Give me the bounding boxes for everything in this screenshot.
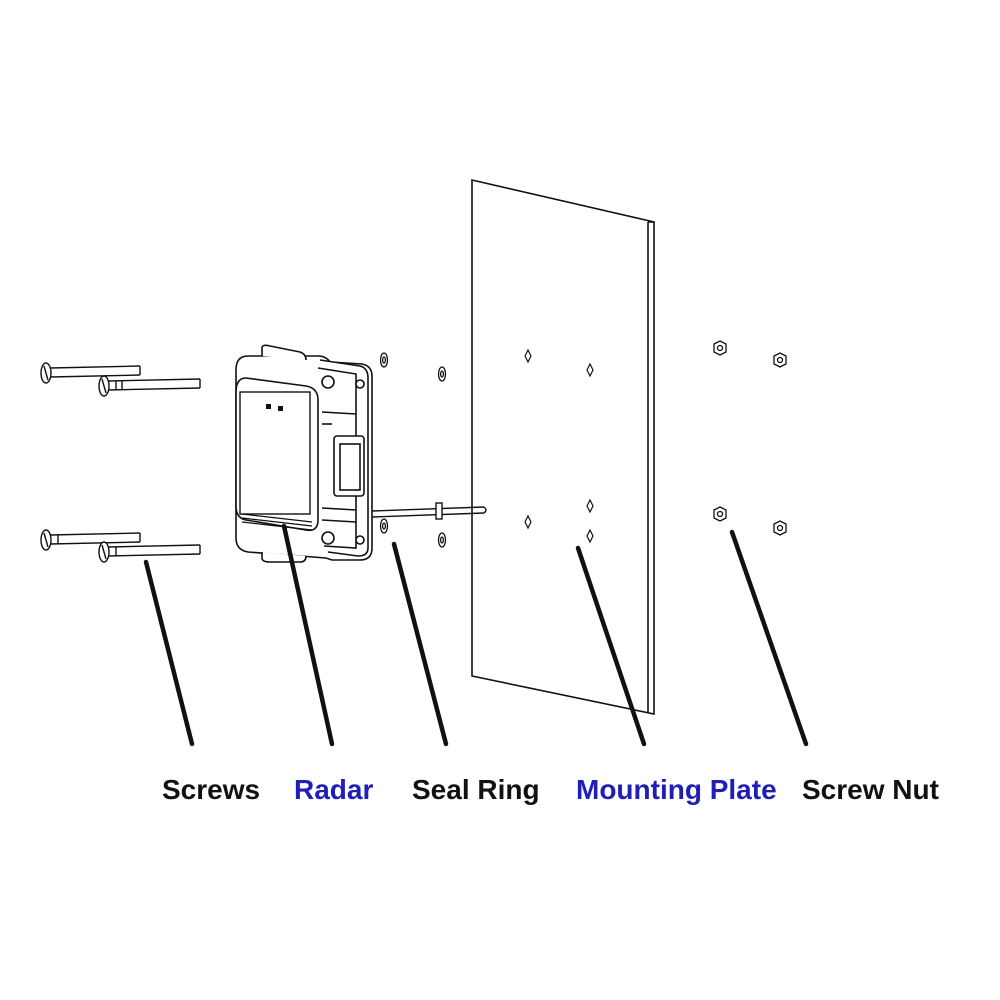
label-screws: Screws bbox=[162, 774, 261, 805]
leader-mounting-plate bbox=[575, 545, 647, 747]
screw-3 bbox=[40, 529, 141, 551]
screw-1 bbox=[40, 362, 141, 384]
label-mounting-plate: Mounting Plate bbox=[576, 774, 777, 805]
through-screw bbox=[371, 502, 487, 520]
screw-4 bbox=[98, 541, 201, 563]
screw-2 bbox=[98, 375, 201, 397]
screws-group bbox=[40, 362, 201, 563]
leader-screw-nut bbox=[729, 529, 809, 747]
leader-screws bbox=[143, 559, 195, 747]
screw-nuts bbox=[713, 340, 787, 536]
mounting-plate bbox=[471, 178, 655, 715]
leader-seal-ring bbox=[391, 541, 449, 747]
radar-unit bbox=[235, 344, 373, 563]
label-radar: Radar bbox=[294, 774, 374, 805]
label-screw-nut: Screw Nut bbox=[802, 774, 939, 805]
leader-radar bbox=[281, 523, 335, 747]
label-seal-ring: Seal Ring bbox=[412, 774, 540, 805]
leader-lines bbox=[143, 523, 809, 747]
seal-rings bbox=[379, 352, 447, 548]
mounting-plate-holes bbox=[524, 348, 594, 544]
